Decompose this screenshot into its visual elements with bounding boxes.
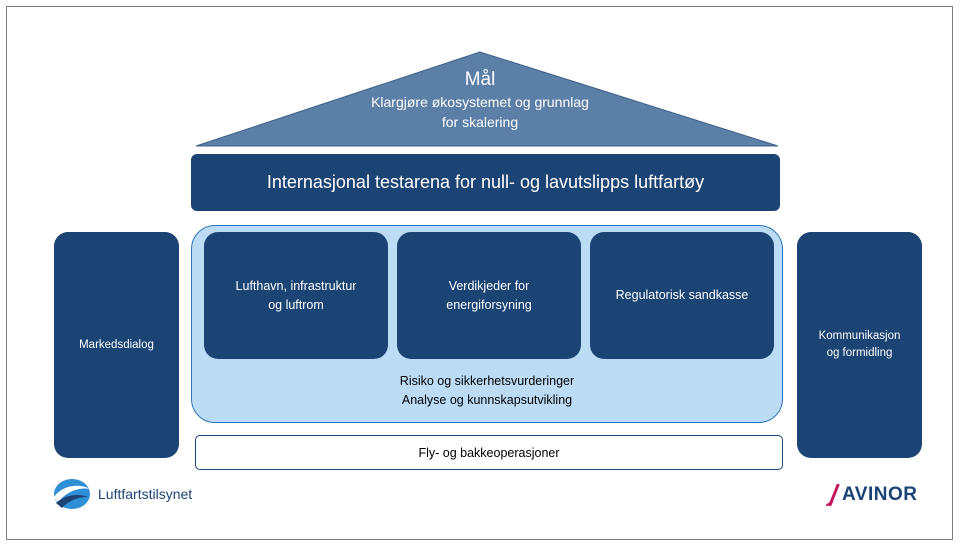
pillar-kommunikasjon: Kommunikasjon og formidling <box>797 232 922 458</box>
avinor-logo: AVINOR <box>826 484 917 506</box>
analysis-line: Analyse og kunnskapsutvikling <box>401 393 573 407</box>
goal-subtitle-line2: for skalering <box>441 114 519 130</box>
goal-title: Mål <box>464 69 496 90</box>
roof-text: Mål Klargjøre økosystemet og grunnlag fo… <box>290 68 670 132</box>
avinor-slash-icon <box>826 484 840 506</box>
testarena-banner: Internasjonal testarena for null- og lav… <box>191 154 780 211</box>
luftfartstilsynet-text: Luftfartstilsynet <box>98 486 193 502</box>
luftfartstilsynet-swoosh-icon <box>54 479 90 509</box>
pillar-markedsdialog: Markedsdialog <box>54 232 179 458</box>
base-operations: Fly- og bakkeoperasjoner <box>195 435 783 470</box>
box-lufthavn: Lufthavn, infrastruktur og luftrom <box>204 232 388 359</box>
goal-subtitle-line1: Klargjøre økosystemet og grunnlag <box>371 94 589 110</box>
box-regulatorisk: Regulatorisk sandkasse <box>590 232 774 359</box>
core-text: Risiko og sikkerhetsvurderinger Analyse … <box>191 372 783 410</box>
risk-line: Risiko og sikkerhetsvurderinger <box>399 374 575 388</box>
avinor-text: AVINOR <box>842 484 918 505</box>
box-verdikjeder: Verdikjeder for energiforsyning <box>397 232 581 359</box>
roof-triangle <box>195 51 779 147</box>
luftfartstilsynet-logo: Luftfartstilsynet <box>52 477 192 511</box>
